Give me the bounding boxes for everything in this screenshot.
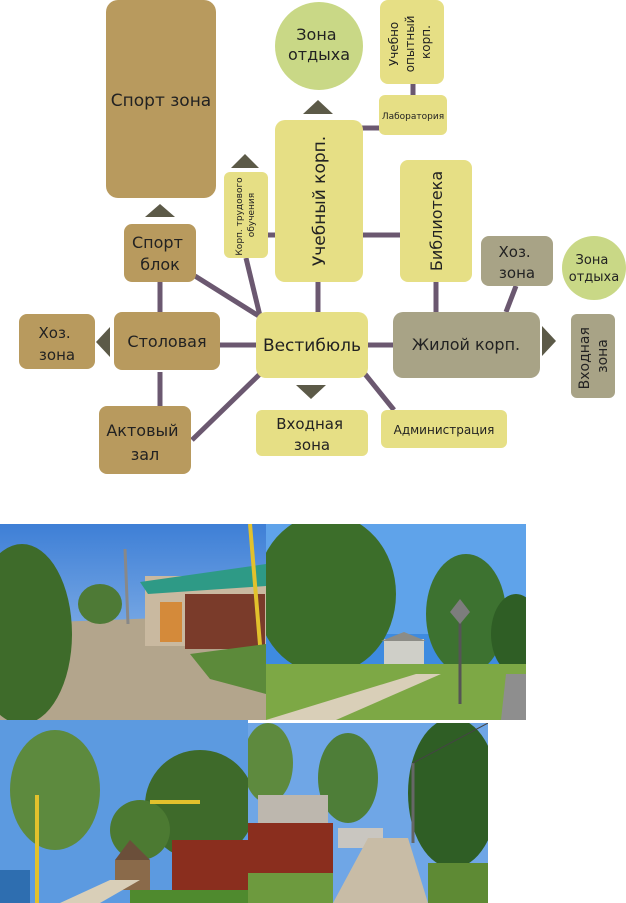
arrow-down-entrance: [296, 385, 326, 399]
label-line1: Актовый: [106, 421, 178, 440]
arrow-left-utility: [96, 327, 110, 357]
node-library: Библиотека: [400, 160, 472, 282]
node-assembly: Актовый зал: [99, 406, 191, 474]
label-line2: зона: [294, 436, 330, 454]
node-edu-exp: Учебно опытный корп.: [380, 0, 444, 84]
arrow-up-labor: [231, 154, 259, 168]
svg-text:Входная зона: Входная зона: [276, 415, 348, 454]
arrows: [96, 100, 556, 399]
arrow-up-sport: [145, 204, 175, 217]
arrow-up-rest: [303, 100, 333, 114]
link-residential-utility: [503, 285, 519, 313]
label: Лаборатория: [382, 112, 444, 122]
label-line1: Входная: [276, 415, 343, 433]
label-line1: Учебно: [387, 22, 401, 66]
photo-street-fence: [0, 720, 248, 903]
link-labor-lobby: [243, 257, 263, 317]
link-assembly-lobby: [190, 370, 264, 442]
node-lobby: Вестибюль: [256, 312, 368, 378]
svg-text:Спорт блок: Спорт блок: [132, 233, 188, 274]
label: Учебный корп.: [310, 136, 330, 266]
node-entrance-right: Входная зона: [571, 314, 615, 398]
label-line2: обучения: [247, 193, 257, 237]
label-line2: отдыха: [288, 45, 350, 64]
arrow-right-entrance: [542, 326, 556, 356]
label-line1: Зона: [296, 25, 336, 44]
svg-text:Хоз. зона: Хоз. зона: [499, 243, 536, 282]
node-lab: Лаборатория: [379, 95, 447, 135]
label-line2: блок: [140, 255, 180, 274]
node-canteen: Столовая: [114, 312, 220, 370]
label-line3: корп.: [419, 25, 433, 59]
label: Столовая: [127, 332, 206, 351]
photo-road-houses: [248, 723, 488, 903]
svg-text:Зона отдыха: Зона отдыха: [569, 253, 619, 285]
link-lobby-admin: [363, 372, 396, 412]
svg-text:Хоз. зона: Хоз. зона: [39, 324, 76, 364]
svg-text:Зона отдыха: Зона отдыха: [288, 25, 350, 64]
label-line2: опытный: [403, 16, 417, 73]
label: Администрация: [394, 423, 495, 437]
link-sportblock-lobby: [193, 273, 264, 321]
label-line1: Зона: [576, 253, 609, 268]
node-rest-zone-top: Зона отдыха: [275, 2, 363, 90]
label-line2: зал: [131, 445, 160, 464]
label-line2: зона: [499, 264, 535, 282]
node-utility-left: Хоз. зона: [19, 314, 95, 369]
node-entrance-bottom: Входная зона: [256, 410, 368, 456]
label-line2: отдыха: [569, 270, 619, 285]
svg-text:Учебно опытный кор: Учебно опытный корп.: [387, 12, 433, 73]
svg-text:Актовый зал: Актовый зал: [106, 421, 183, 464]
node-edu-corp: Учебный корп.: [275, 120, 363, 282]
label-line1: Корп. трудового: [235, 177, 245, 256]
label: Вестибюль: [263, 336, 361, 356]
node-rest-zone-right: Зона отдыха: [562, 236, 626, 300]
connections: [157, 84, 519, 442]
label-line1: Хоз.: [499, 243, 531, 261]
zoning-diagram: Спорт зона Зона отдыха Учебно опытный ко…: [19, 0, 626, 474]
label-line2: зона: [595, 339, 611, 373]
node-residential: Жилой корп.: [393, 312, 540, 378]
svg-text:Входная зона: Входная зона: [577, 323, 611, 390]
node-sport-zone: Спорт зона: [106, 0, 216, 198]
node-labor: Корп. трудового обучения: [224, 172, 268, 258]
label-line2: зона: [39, 346, 75, 364]
label-line1: Спорт: [132, 233, 183, 252]
label-line1: Хоз.: [39, 324, 71, 342]
label: Спорт зона: [111, 91, 211, 111]
svg-text:Корп. трудового обучения: Корп. трудового обучения: [235, 174, 257, 255]
label-line1: Входная: [577, 327, 593, 389]
photo-street-garages: [0, 524, 266, 720]
node-utility-right: Хоз. зона: [481, 236, 553, 286]
photo-road-building: [266, 524, 526, 720]
node-sport-block: Спорт блок: [124, 224, 196, 282]
node-administration: Администрация: [381, 410, 507, 448]
label: Жилой корп.: [412, 335, 520, 354]
label: Библиотека: [427, 171, 446, 271]
